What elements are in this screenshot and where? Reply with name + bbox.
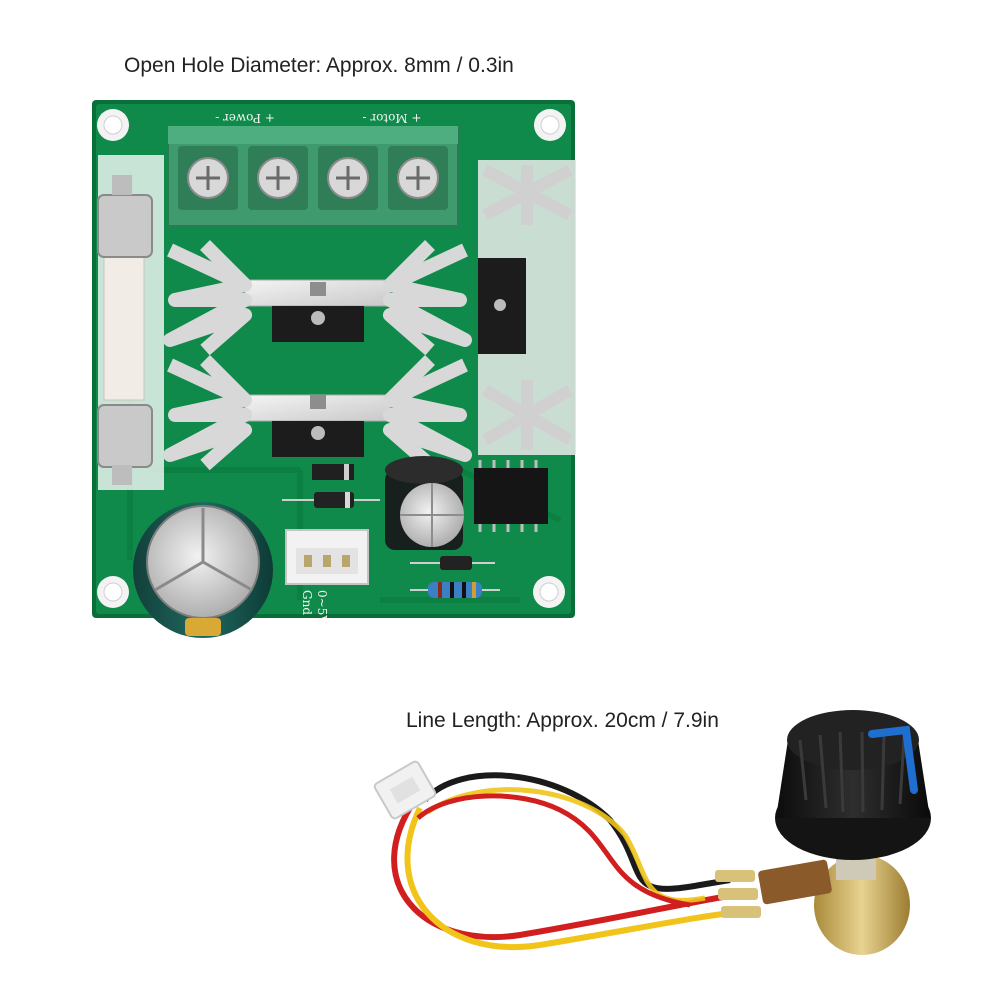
connector-voltage-label: 0~5V [315, 590, 329, 624]
mounting-hole-bottom-left [97, 576, 129, 608]
small-capacitor [385, 456, 464, 550]
diode [312, 464, 354, 480]
wire-harness [373, 760, 761, 950]
jst-plug [373, 760, 437, 820]
control-connector [285, 529, 369, 585]
terminal-screw [318, 146, 378, 210]
large-capacitor [133, 502, 273, 638]
diode [410, 556, 495, 570]
potentiometer [758, 710, 931, 955]
heatsink-upper [163, 240, 472, 356]
glass-fuse [97, 155, 164, 490]
pin-connector [715, 870, 755, 882]
terminal-screw [248, 146, 308, 210]
resistor [410, 582, 500, 598]
knob-marker [868, 725, 918, 794]
motor-terminal-label: + Motor - [362, 111, 421, 125]
mounting-hole-top-right [534, 109, 566, 141]
pcb-board: + Power - + Motor - [92, 100, 576, 638]
terminal-screw [388, 146, 448, 210]
screw-terminal-block [167, 125, 459, 227]
power-terminal-label: + Power - [215, 111, 275, 125]
terminal-screw [178, 146, 238, 210]
hole-diameter-caption: Open Hole Diameter: Approx. 8mm / 0.3in [124, 54, 514, 77]
line-length-caption: Line Length: Approx. 20cm / 7.9in [406, 709, 719, 732]
heatsink-lower [163, 355, 472, 471]
mounting-hole-bottom-right [533, 576, 565, 608]
pin-connector [721, 906, 761, 918]
pin-connector [718, 888, 758, 900]
connector-ground-label: Gnd [300, 590, 314, 615]
mounting-hole-top-left [97, 109, 129, 141]
pot-terminal-board [758, 859, 832, 905]
ic-chip [474, 460, 548, 532]
heatsink-right [478, 160, 576, 455]
knob [775, 710, 931, 860]
diode [282, 492, 380, 508]
